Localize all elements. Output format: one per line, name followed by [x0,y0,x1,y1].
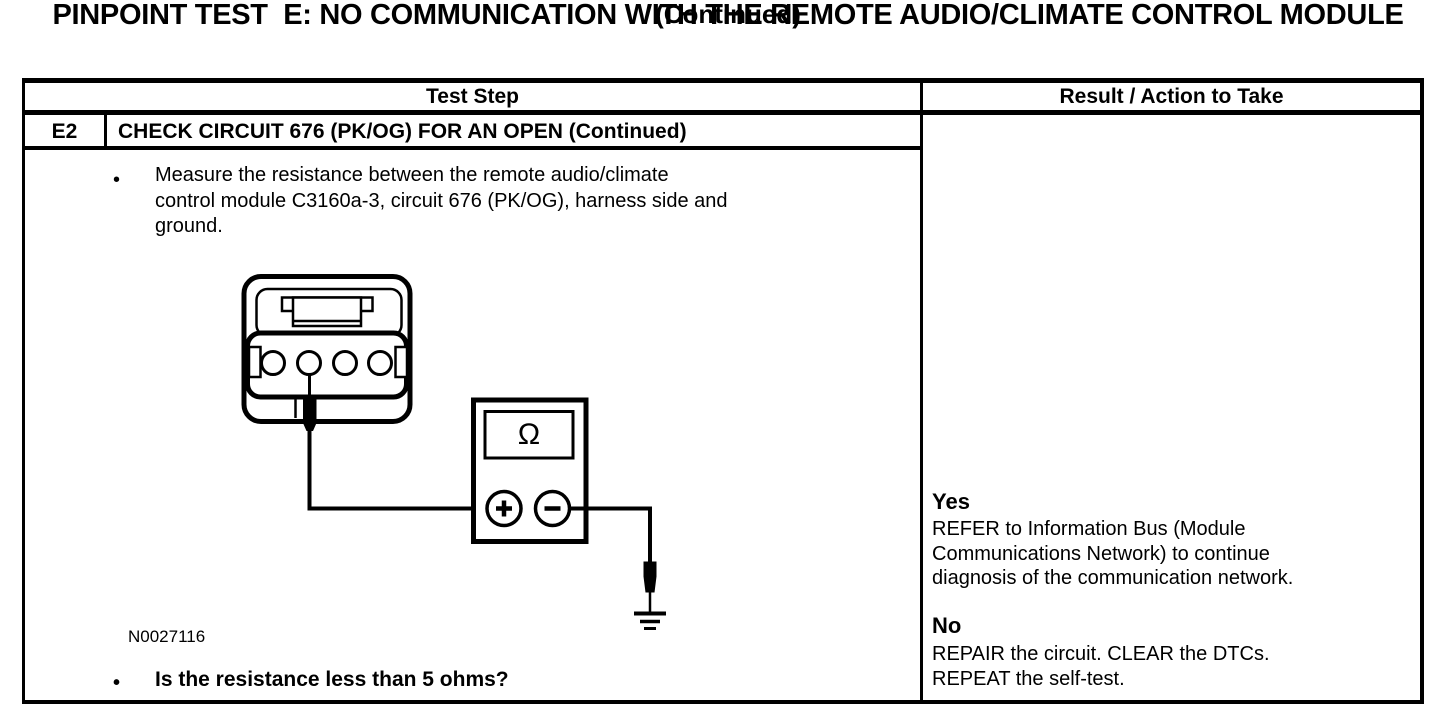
column-header-test-step: Test Step [426,85,519,108]
connector-side-tab-right [394,345,409,379]
step-id-divider [104,115,107,146]
figure-number-label: N0027116 [128,627,206,646]
header-bottom-rule [22,110,1424,115]
connector-pin-2 [296,350,322,376]
step-row-bottom-rule [25,146,920,150]
page-title-continued: (Continued) [655,0,801,29]
connector-pin-4 [367,350,393,376]
step-title-cell: CHECK CIRCUIT 676 (PK/OG) FOR AN OPEN (C… [118,120,687,143]
column-divider [920,78,923,704]
wire-meter-to-ground [569,506,652,562]
question-text: Is the resistance less than 5 ohms? [155,668,509,691]
step-id-cell: E2 [51,120,78,143]
minus-terminal-icon [533,489,572,528]
instruction-text: Measure the resistance between the remot… [155,164,728,237]
ground-probe-icon [643,561,657,593]
pinpoint-test-table-border [22,78,1424,704]
connector-side-tab-left [247,345,262,379]
plus-terminal-icon [485,489,523,528]
no-label: No [932,613,962,638]
test-probe-icon [303,397,317,431]
meter-display [483,410,575,460]
question-bullet-icon: • [113,672,121,694]
connector-drawing [241,274,413,424]
connector-pin-1 [260,350,286,376]
connector-pin-3 [332,350,358,376]
ohmmeter-drawing: Ω [471,397,589,544]
page-title: PINPOINT TEST E: NO COMMUNICATION WITH T… [52,0,1404,31]
measurement-diagram: Ω [241,274,666,630]
no-action-text: REPAIR the circuit. CLEAR the DTCs.REPEA… [932,643,1270,690]
instruction-bullet-icon: • [113,169,121,191]
yes-label: Yes [932,489,970,514]
column-header-result-action: Result / Action to Take [1059,85,1284,108]
ohm-symbol: Ω [518,418,540,451]
wire-probe-to-meter [307,429,488,511]
ground-symbol-icon [634,611,666,630]
